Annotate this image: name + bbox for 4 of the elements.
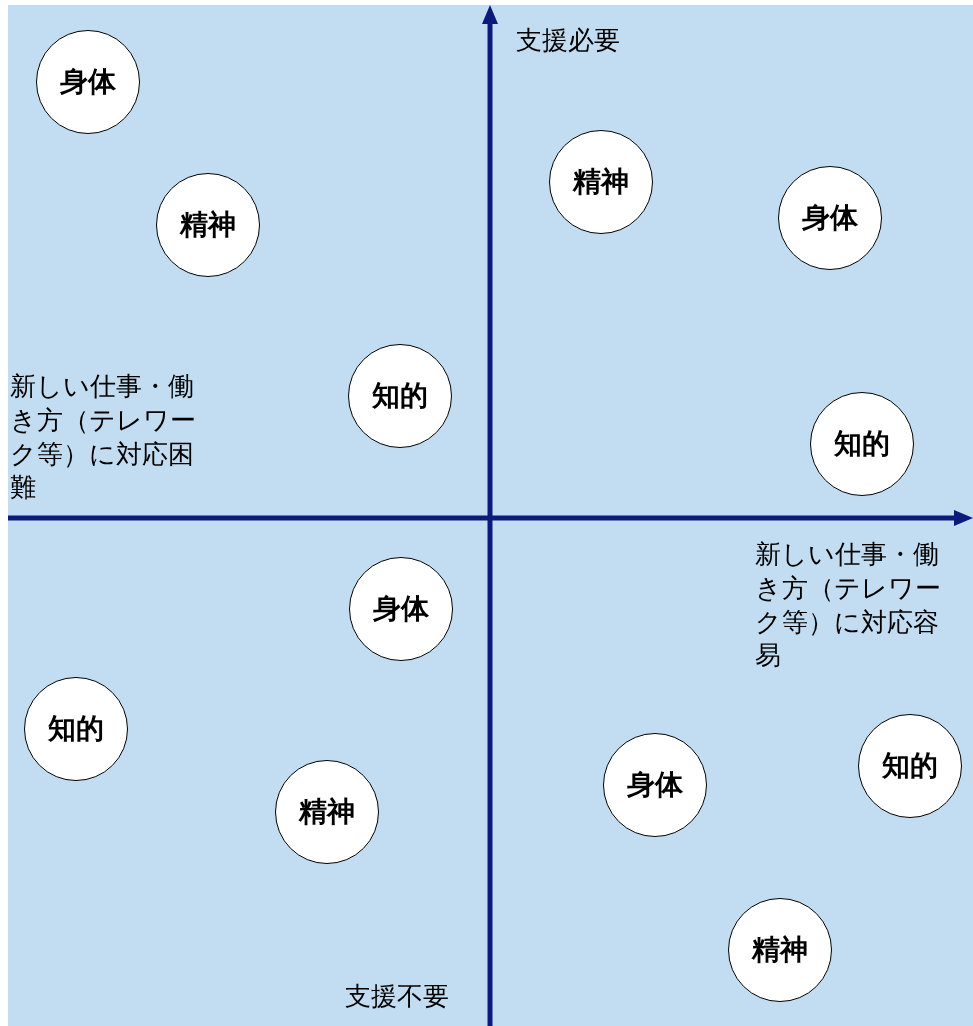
axis-label: 新しい仕事・働き方（テレワーク等）に対応困難 xyxy=(10,370,197,505)
axis-label: 新しい仕事・働き方（テレワーク等）に対応容易 xyxy=(755,538,942,673)
axis-label: 支援不要 xyxy=(345,980,449,1013)
axis-label: 支援必要 xyxy=(516,24,620,57)
